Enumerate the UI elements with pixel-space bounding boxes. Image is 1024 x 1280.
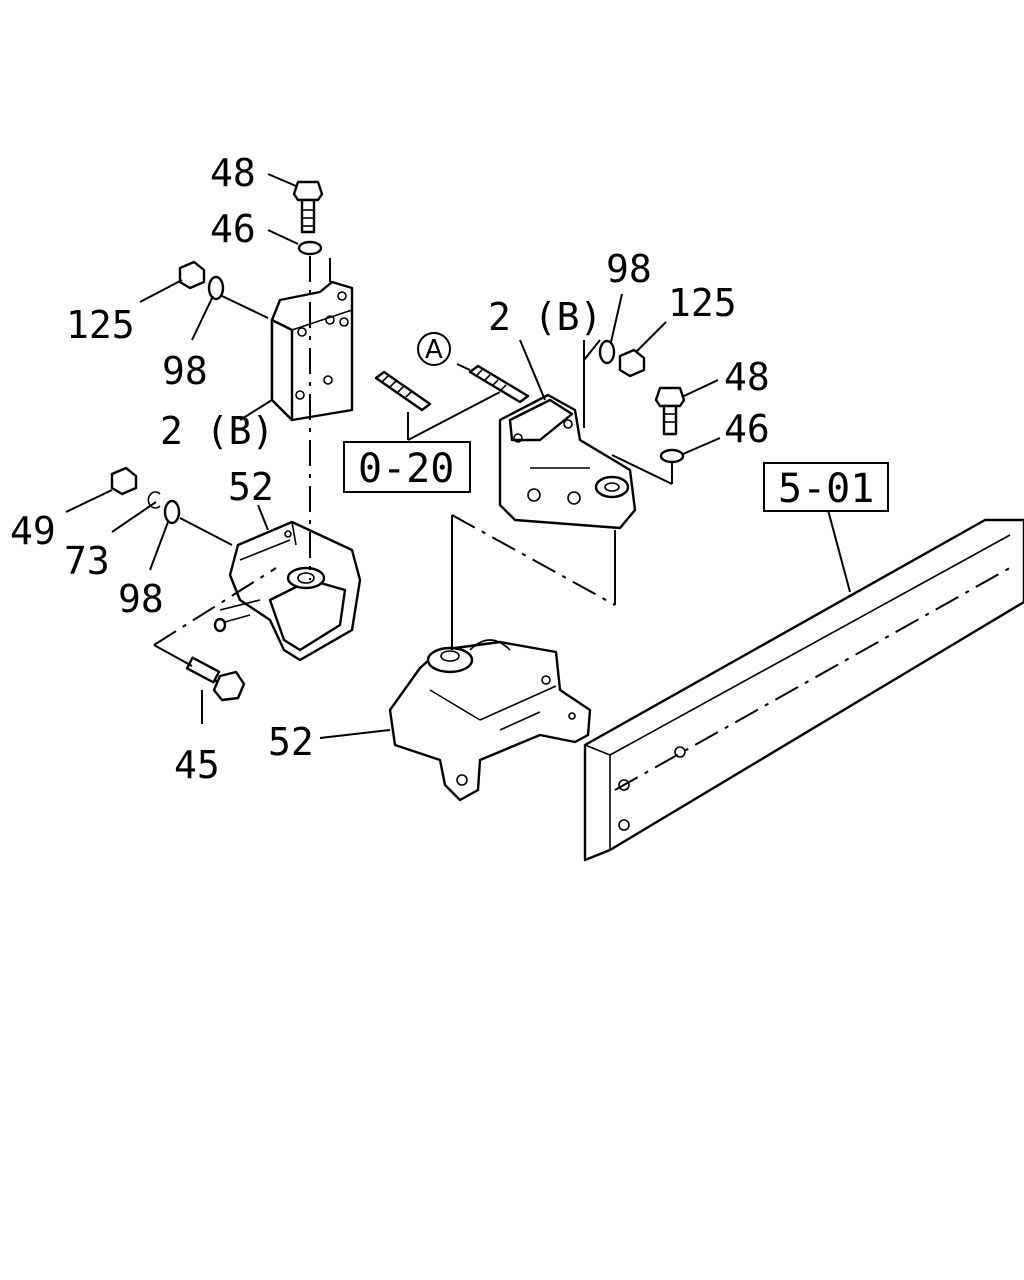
label-ref-0-20: 0-20	[358, 446, 454, 492]
label-45: 45	[174, 743, 220, 787]
ref-box-5-01	[763, 462, 889, 512]
label-ref-5-01: 5-01	[778, 466, 874, 512]
bracket-left	[270, 280, 354, 422]
label-2b-left: 2 (B)	[160, 409, 274, 453]
nut-49	[110, 466, 138, 496]
washer-98-right	[598, 339, 616, 365]
circle-a	[417, 332, 451, 366]
nut-125-left	[178, 260, 206, 290]
stud-a-left	[374, 370, 432, 412]
label-98-left: 98	[162, 349, 208, 393]
label-98-right: 98	[606, 247, 652, 291]
washer-98-left	[207, 275, 225, 301]
leader-lines	[65, 173, 851, 739]
label-73: 73	[64, 539, 110, 583]
label-48-right: 48	[724, 355, 770, 399]
label-125-right: 125	[668, 281, 737, 325]
mount-52-right	[388, 639, 592, 802]
label-circle-a: A	[425, 335, 443, 365]
ref-box-0-20	[343, 441, 471, 493]
frame-rail	[583, 518, 1024, 862]
washer-46-right	[659, 448, 685, 464]
bolt-45	[185, 656, 246, 702]
lockwasher-73	[147, 491, 161, 509]
label-2b-right: 2 (B)	[488, 295, 602, 339]
label-46-left: 46	[210, 207, 256, 251]
label-52-left: 52	[228, 465, 274, 509]
bolt-48-right	[654, 386, 686, 436]
label-125-left: 125	[66, 303, 135, 347]
mount-52-left	[213, 520, 362, 662]
label-46-right: 46	[724, 407, 770, 451]
label-98-lower-left: 98	[118, 577, 164, 621]
washer-46-left	[297, 240, 323, 256]
nut-125-right	[618, 348, 646, 378]
bolt-48-left	[292, 180, 324, 234]
washer-98-lower-left	[163, 499, 181, 525]
label-48-left: 48	[210, 151, 256, 195]
stud-a-right	[468, 364, 530, 404]
label-49: 49	[10, 509, 56, 553]
label-52-right: 52	[268, 720, 314, 764]
bracket-right	[498, 393, 637, 530]
